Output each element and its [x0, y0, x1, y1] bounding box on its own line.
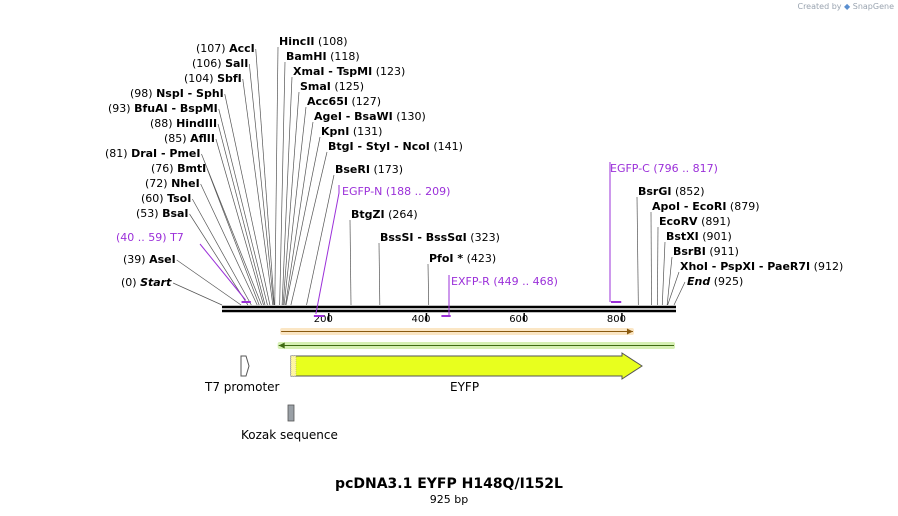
- enzyme-label-sali: (106) SalI: [192, 57, 248, 70]
- enzyme-connector-asei: [176, 259, 242, 306]
- enzyme-label-xmai: XmaI - TspMI (123): [293, 65, 405, 78]
- enzyme-connector-smai: [282, 91, 300, 306]
- eyfp-start-marker: [290, 355, 297, 377]
- enzyme-label-asei: (39) AseI: [123, 253, 176, 266]
- enzyme-label-bsrbi: BsrBI (911): [673, 245, 739, 258]
- enzyme-label-bseri: BseRI (173): [335, 163, 403, 176]
- enzyme-label-bmti: (76) BmtI: [151, 162, 206, 175]
- primer-label-exfp-r: EXFP-R (449 .. 468): [451, 275, 558, 288]
- enzyme-connector-bfuai: [218, 108, 268, 306]
- enzyme-connector-bamhi: [279, 61, 286, 306]
- enzyme-label-tsoi: (60) TsoI: [141, 192, 191, 205]
- enzyme-connector-btgzi: [349, 219, 352, 306]
- map-title: pcDNA3.1 EYFP H148Q/I152L: [335, 476, 563, 492]
- enzyme-connector-tsoi: [192, 198, 252, 306]
- primer-connector-t7: [199, 243, 246, 301]
- enzyme-connector-hincii: [274, 46, 279, 306]
- enzyme-label-bsrgi: BsrGI (852): [638, 185, 705, 198]
- enzyme-label-bamhi: BamHI (118): [286, 50, 360, 63]
- enzyme-connector-bstxi: [661, 241, 666, 306]
- enzyme-connector-sbfi: [242, 78, 274, 306]
- enzyme-connector-start: [172, 282, 223, 306]
- enzyme-label-nspi: (98) NspI - SphI: [130, 87, 224, 100]
- watermark-brand: SnapGene: [852, 2, 894, 11]
- enzyme-label-acc65i: Acc65I (127): [307, 95, 381, 108]
- orf-forward-arrow-icon: [626, 328, 633, 335]
- enzyme-connector-bsssi: [378, 242, 381, 306]
- enzyme-label-nhei: (72) NheI: [145, 177, 200, 190]
- enzyme-label-btgi: BtgI - StyI - NcoI (141): [328, 140, 463, 153]
- eyfp-cds-arrow: [290, 352, 643, 380]
- enzyme-connector-agei: [285, 121, 314, 306]
- enzyme-connector-aflii: [215, 138, 264, 306]
- primer-label-egfp-n: EGFP-N (188 .. 209): [342, 185, 450, 198]
- feature-label-t7-promoter: T7 promoter: [204, 380, 280, 394]
- enzyme-label-smai: SmaI (125): [300, 80, 364, 93]
- watermark-prefix: Created by: [797, 2, 842, 11]
- enzyme-label-kpni: KpnI (131): [321, 125, 382, 138]
- enzyme-connector-hindiii: [217, 123, 266, 306]
- enzyme-label-hincii: HincII (108): [279, 35, 348, 48]
- sequence-length: 925 bp: [429, 493, 469, 506]
- enzyme-connector-bmti: [206, 168, 260, 306]
- enzyme-connector-bsai: [189, 213, 249, 306]
- enzyme-label-hindiii: (88) HindIII: [150, 117, 217, 130]
- enzyme-label-acci: (107) AccI: [196, 42, 255, 55]
- ruler-label-800: 800: [607, 314, 626, 325]
- enzyme-label-xhoi: XhoI - PspXI - PaeR7I (912): [680, 260, 843, 273]
- enzyme-label-bsai: (53) BsaI: [136, 207, 189, 220]
- enzyme-label-bsssi: BssSI - BssSαI (323): [380, 231, 500, 244]
- ruler-label-200: 200: [314, 314, 333, 325]
- enzyme-label-drai: (81) DraI - PmeI: [105, 147, 200, 160]
- enzyme-connector-bsrbi: [666, 256, 673, 306]
- enzyme-connector-pfoi: [427, 263, 430, 306]
- enzyme-connector-xhoi: [667, 271, 680, 306]
- enzyme-connector-sali: [248, 63, 275, 306]
- kozak-marker: [287, 404, 295, 422]
- enzyme-label-bfuai: (93) BfuAI - BspMI: [108, 102, 218, 115]
- enzyme-label-sbfi: (104) SbfI: [184, 72, 242, 85]
- enzyme-connector-acci: [255, 48, 275, 306]
- enzyme-connector-bsrgi: [636, 196, 639, 306]
- feature-label-kozak-sequence: Kozak sequence: [241, 428, 338, 442]
- enzyme-connector-acc65i: [283, 106, 307, 306]
- enzyme-connector-ecorv: [657, 226, 659, 306]
- primer-connector-egfp-n: [315, 185, 340, 315]
- watermark: Created by ◆ SnapGene: [797, 2, 894, 11]
- primer-label-egfp-c: EGFP-C (796 .. 817): [610, 162, 718, 175]
- enzyme-label-ecorv: EcoRV (891): [659, 215, 731, 228]
- enzyme-connector-nspi: [224, 93, 271, 306]
- enzyme-label-end: End (925): [687, 275, 743, 288]
- enzyme-label-aflii: (85) AflII: [164, 132, 215, 145]
- orf-reverse-arrow-icon: [278, 342, 285, 349]
- snapgene-logo-icon: ◆: [844, 2, 851, 11]
- enzyme-connector-btgi: [290, 151, 328, 306]
- enzyme-label-btgzi: BtgZI (264): [351, 208, 418, 221]
- enzyme-connector-bseri: [306, 174, 335, 306]
- enzyme-label-pfoi: PfoI * (423): [429, 252, 496, 265]
- enzyme-label-bstxi: BstXI (901): [666, 230, 732, 243]
- enzyme-connector-end: [673, 281, 686, 306]
- enzyme-connector-nhei: [200, 183, 258, 306]
- enzyme-connector-xmai: [281, 76, 293, 306]
- ruler-label-400: 400: [411, 314, 430, 325]
- enzyme-label-start: (0) Start: [121, 276, 172, 289]
- enzyme-connector-apoi: [650, 211, 652, 306]
- enzyme-label-apoi: ApoI - EcoRI (879): [652, 200, 760, 213]
- enzyme-label-agei: AgeI - BsaWI (130): [314, 110, 426, 123]
- enzyme-connector-kpni: [285, 136, 321, 306]
- ruler-label-600: 600: [509, 314, 528, 325]
- primer-label-t7: (40 .. 59) T7: [116, 231, 184, 244]
- sequence-map: 200 400 600 800 (107) AccI (106) SalI (104) Sb…: [105, 35, 843, 442]
- feature-label-eyfp: EYFP: [450, 380, 479, 394]
- promoter-arrow-icon: [240, 355, 250, 377]
